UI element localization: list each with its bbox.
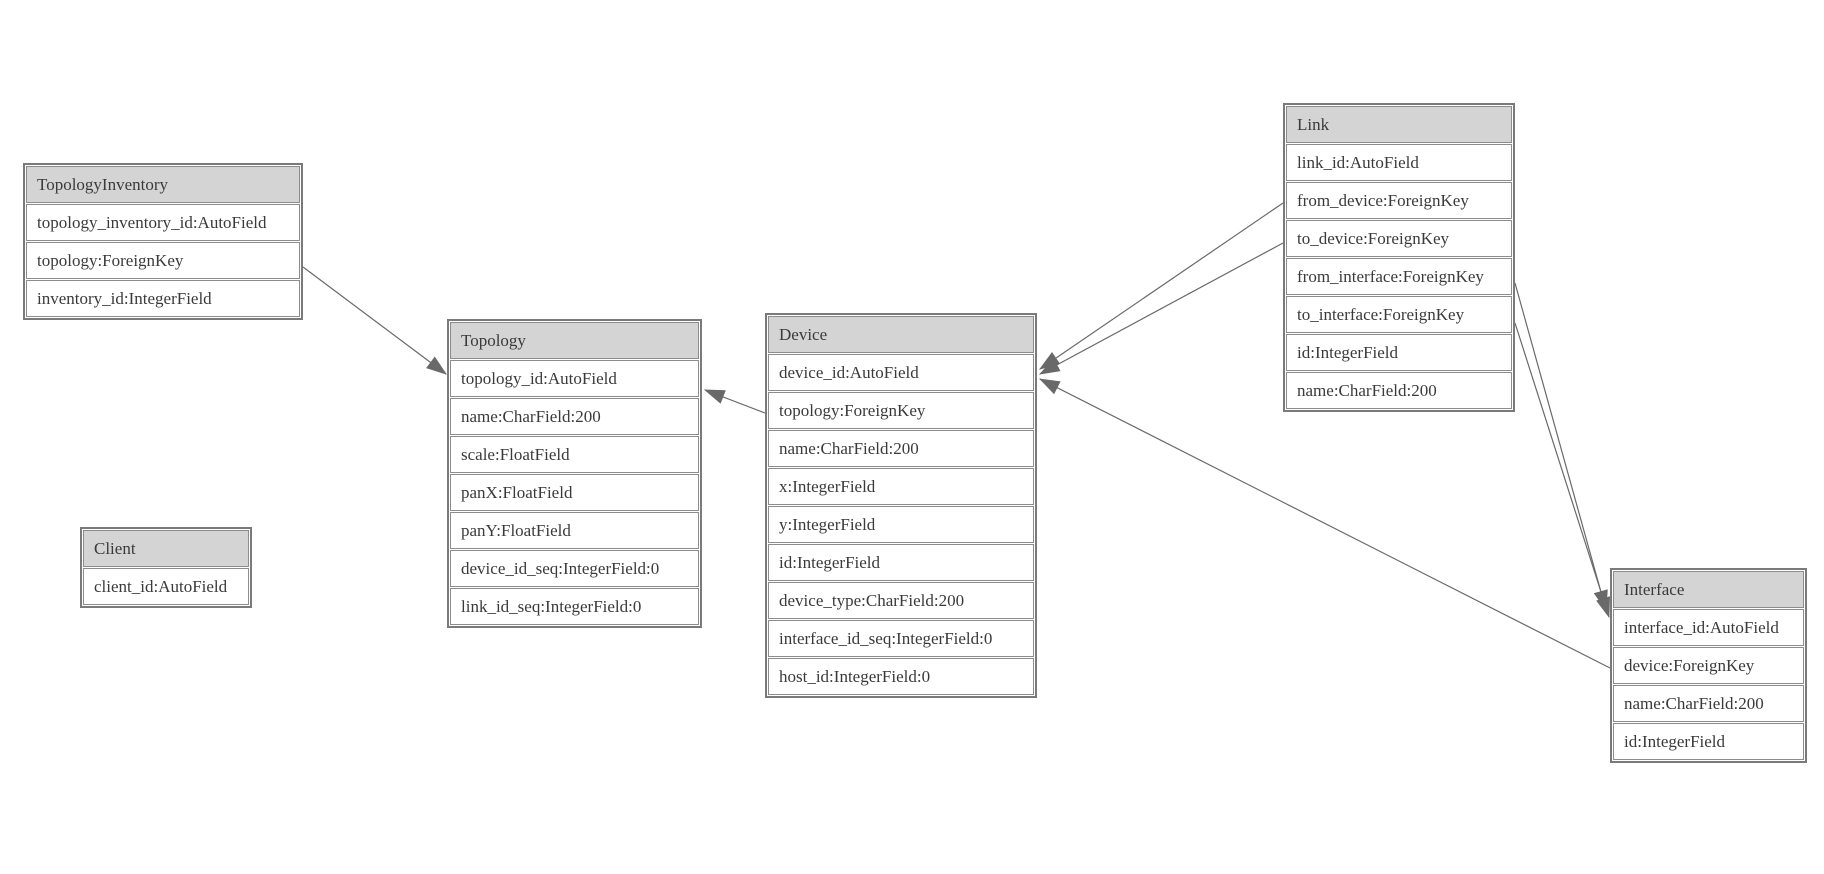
field-row: topology_id:AutoField (450, 360, 699, 397)
field-row: topology:ForeignKey (768, 392, 1034, 429)
field-row: topology:ForeignKey (26, 242, 300, 279)
relation-link-to_interface-to-interface (1514, 322, 1610, 619)
field-row: id:IntegerField (1613, 723, 1804, 760)
relation-device-topology-to-topology (703, 389, 766, 414)
field-row: inventory_id:IntegerField (26, 280, 300, 317)
field-row: id:IntegerField (1286, 334, 1512, 371)
field-row: from_device:ForeignKey (1286, 182, 1512, 219)
field-row: to_device:ForeignKey (1286, 220, 1512, 257)
entity-title-device: Device (768, 316, 1034, 353)
field-row: device_id:AutoField (768, 354, 1034, 391)
entity-title-interface: Interface (1613, 571, 1804, 608)
field-row: id:IntegerField (768, 544, 1034, 581)
field-row: y:IntegerField (768, 506, 1034, 543)
entity-title-client: Client (83, 530, 249, 567)
field-row: name:CharField:200 (450, 398, 699, 435)
field-row: link_id:AutoField (1286, 144, 1512, 181)
field-row: name:CharField:200 (1286, 372, 1512, 409)
relation-link-to_device-to-device (1038, 242, 1284, 375)
field-row: panX:FloatField (450, 474, 699, 511)
field-row: device_type:CharField:200 (768, 582, 1034, 619)
field-row: topology_inventory_id:AutoField (26, 204, 300, 241)
field-row: name:CharField:200 (768, 430, 1034, 467)
field-row: device:ForeignKey (1613, 647, 1804, 684)
field-row: from_interface:ForeignKey (1286, 258, 1512, 295)
field-row: interface_id:AutoField (1613, 609, 1804, 646)
entity-title-link: Link (1286, 106, 1512, 143)
field-row: to_interface:ForeignKey (1286, 296, 1512, 333)
field-row: interface_id_seq:IntegerField:0 (768, 620, 1034, 657)
entity-title-topology: Topology (450, 322, 699, 359)
field-row: link_id_seq:IntegerField:0 (450, 588, 699, 625)
field-row: host_id:IntegerField:0 (768, 658, 1034, 695)
field-row: device_id_seq:IntegerField:0 (450, 550, 699, 587)
field-row: x:IntegerField (768, 468, 1034, 505)
relation-interface-device-to-device (1038, 378, 1611, 669)
relation-link-from_device-to-device (1038, 202, 1284, 370)
field-row: scale:FloatField (450, 436, 699, 473)
field-row: panY:FloatField (450, 512, 699, 549)
relation-topologyinventory-topology-to-topology (302, 266, 447, 375)
entity-title-topology-inventory: TopologyInventory (26, 166, 300, 203)
field-row: name:CharField:200 (1613, 685, 1804, 722)
relation-link-from_interface-to-interface (1514, 282, 1608, 612)
field-row: client_id:AutoField (83, 568, 249, 605)
